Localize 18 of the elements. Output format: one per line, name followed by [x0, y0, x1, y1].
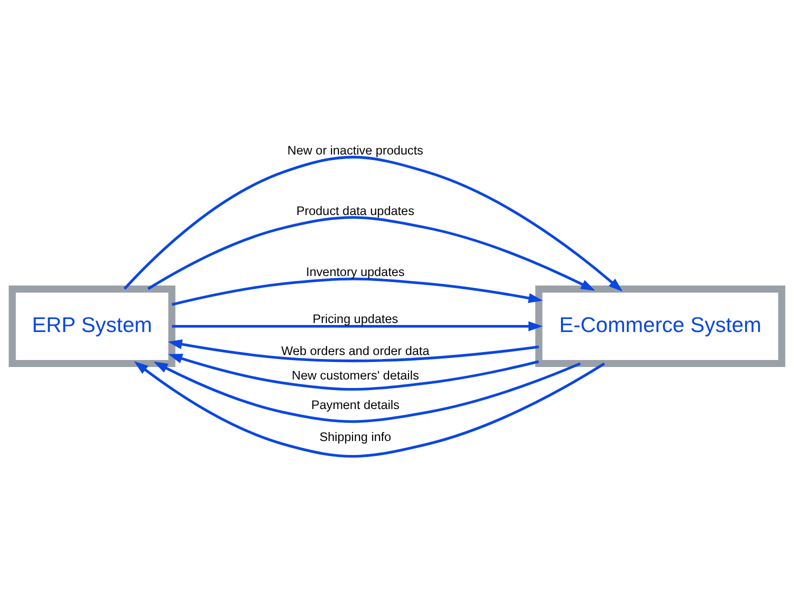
arrow [124, 155, 623, 292]
arrow [154, 361, 581, 422]
edge-label: New customers' details [292, 368, 419, 382]
edge-label: Inventory updates [306, 264, 405, 278]
node-box: ERP System [8, 285, 176, 367]
edge-label: Shipping info [319, 429, 392, 444]
arrow [168, 353, 539, 390]
arrow [147, 216, 596, 290]
edge-label: Product data updates [296, 203, 414, 218]
edge-label: Pricing updates [312, 311, 398, 326]
edge-label: New or inactive products [287, 142, 424, 157]
arrow [172, 320, 543, 331]
arrow [172, 277, 543, 306]
edge-label: Web orders and order data [281, 343, 430, 358]
arrow [168, 338, 539, 362]
edge-label: Payment details [311, 397, 400, 412]
arrow [134, 360, 606, 458]
node-box: E-Commerce System [535, 285, 786, 367]
